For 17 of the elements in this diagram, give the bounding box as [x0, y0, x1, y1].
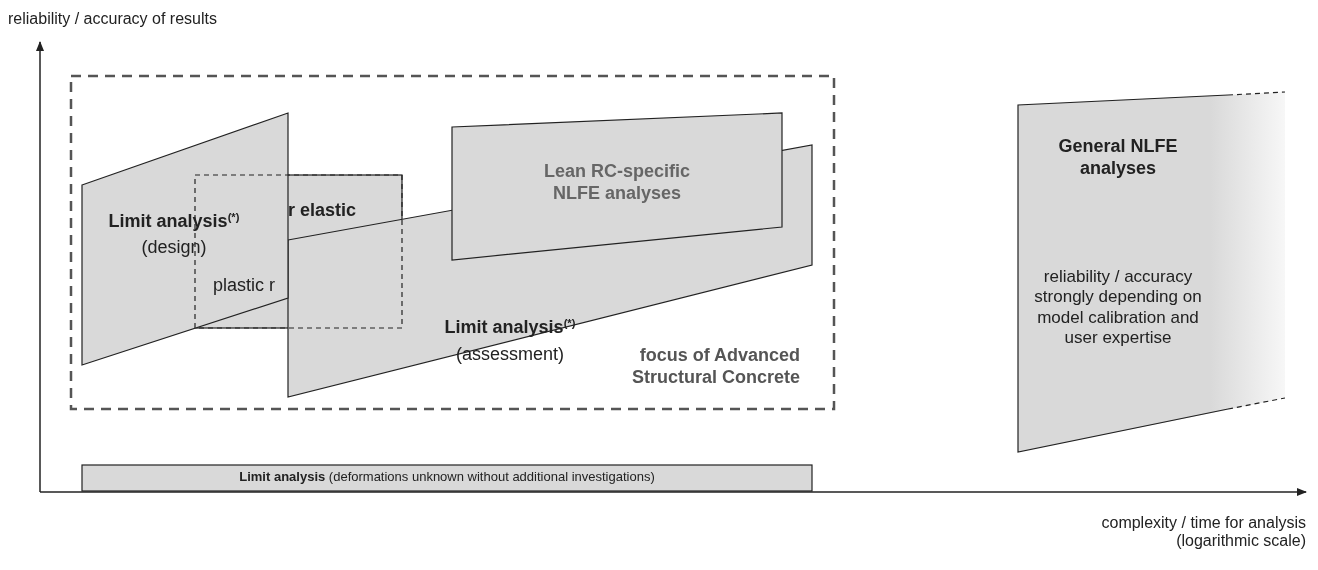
dashed-frame — [70, 75, 835, 410]
frame-label: focus of Advanced Structural Concrete — [630, 345, 800, 389]
panel-description: reliability / accuracy strongly depending on model calibration and user expertise — [1033, 267, 1203, 349]
panel-title: Lean RC-specific NLFE analyses — [542, 161, 691, 205]
bar-panel — [82, 465, 812, 491]
panel-title: Limit analysis$^{(*)}$ — [444, 317, 576, 339]
panel-subtitle: plastic r — [213, 275, 275, 297]
axis-label: reliability / accuracy of results — [8, 10, 217, 28]
panel-title: r elastic — [288, 200, 357, 222]
bar-label: Limit analysis (deformations unknown without additional investigations) — [239, 469, 655, 485]
panel-title: Limit analysis$^{(*)}$ — [108, 211, 240, 233]
parallelogram-panel — [452, 113, 782, 260]
panel-subtitle: (assessment) — [456, 344, 564, 366]
panel-title: General NLFE analyses — [1057, 136, 1179, 180]
parallelogram-panel — [1018, 92, 1285, 452]
panel-subtitle: (design) — [141, 237, 207, 259]
axis-label: complexity / time for analysis (logarithmic scale) — [1100, 514, 1306, 550]
